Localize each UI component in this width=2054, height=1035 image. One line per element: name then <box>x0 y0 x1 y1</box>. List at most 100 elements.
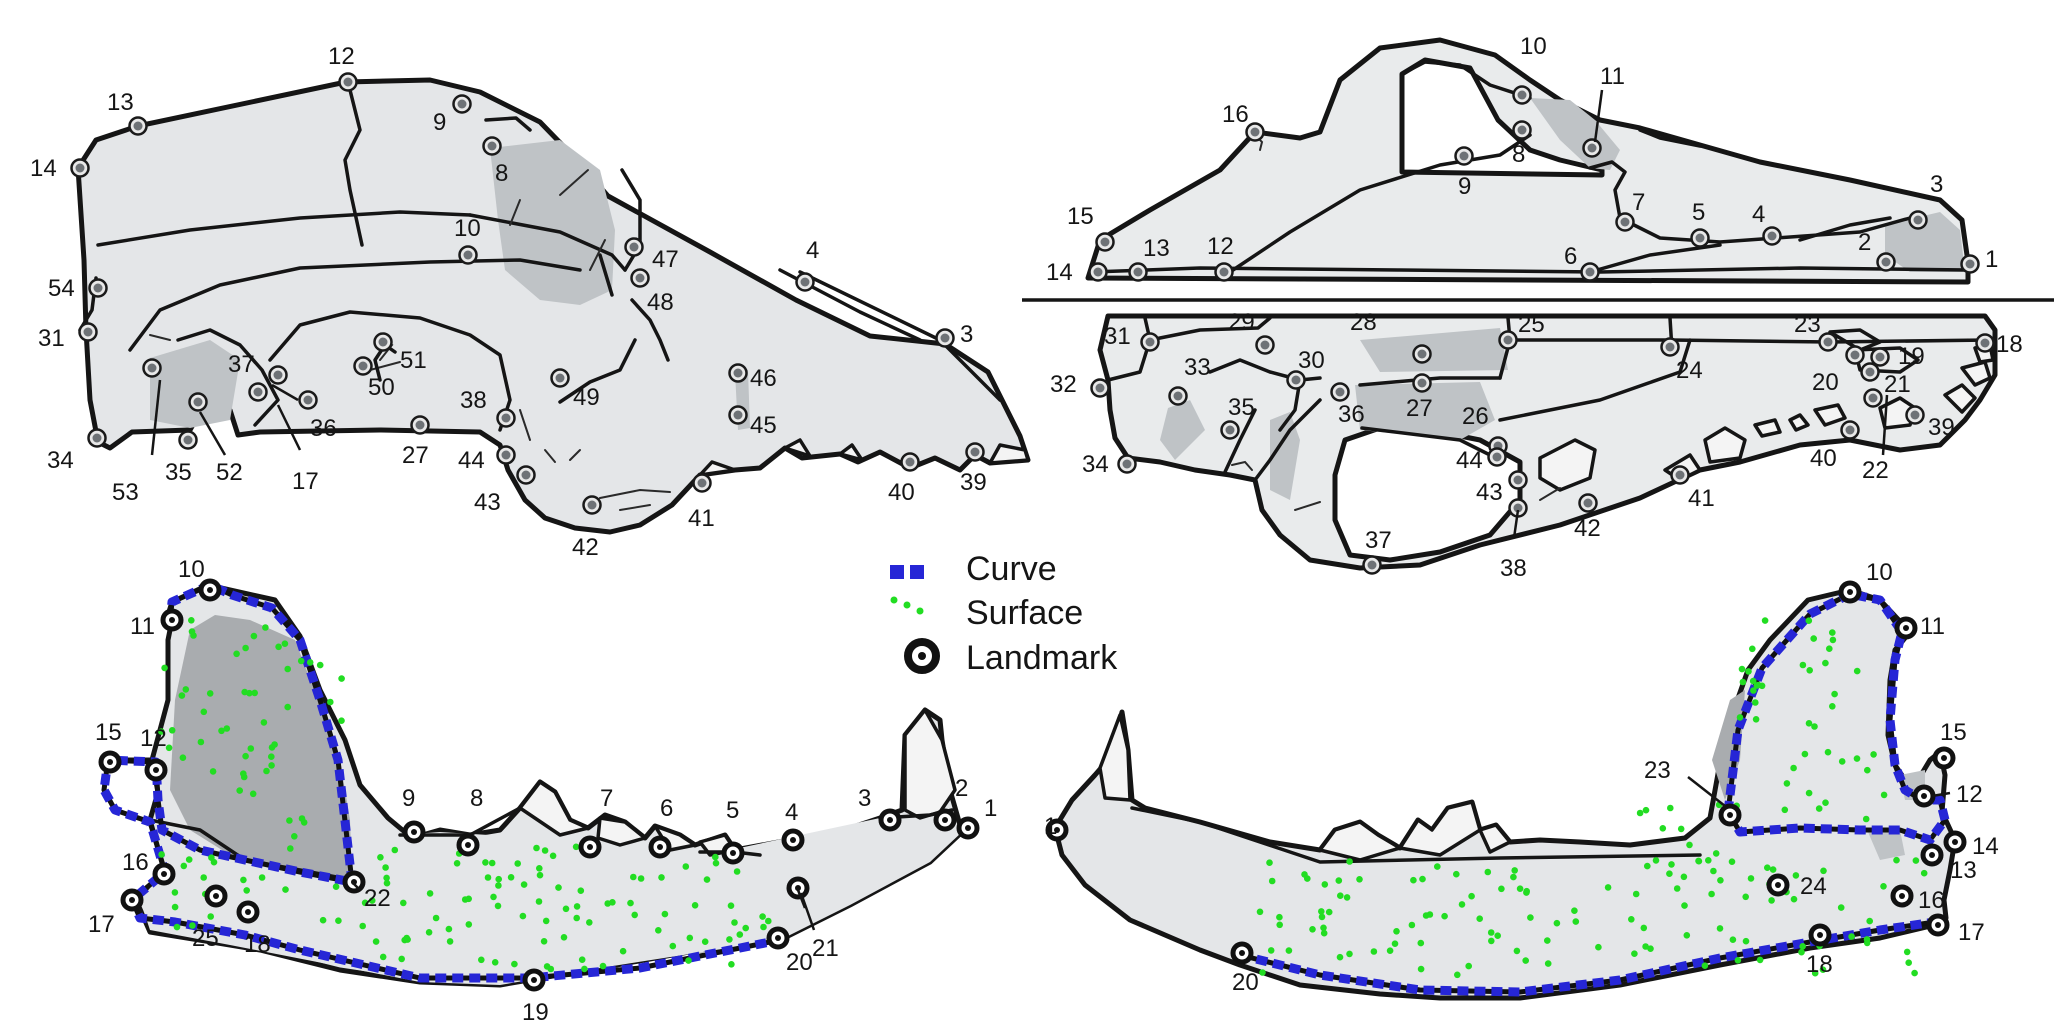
label-mandible-left-9: 9 <box>402 785 415 812</box>
surface-point <box>1853 755 1861 762</box>
surface-point <box>1631 950 1638 957</box>
surface-point <box>275 643 282 651</box>
surface-point <box>206 690 214 697</box>
surface-point <box>200 708 208 716</box>
label-skull-lateral-14: 14 <box>30 155 57 182</box>
surface-point <box>1769 866 1777 873</box>
surface-point <box>1826 645 1833 652</box>
surface-point <box>161 664 168 672</box>
surface-point <box>1544 937 1551 944</box>
surface-point <box>1717 877 1724 884</box>
surface-point <box>1337 892 1344 899</box>
label-ventral-bottom-25: 25 <box>1518 311 1545 338</box>
surface-point <box>281 640 289 647</box>
label-ventral-top-15: 15 <box>1067 203 1094 230</box>
surface-point <box>1370 948 1378 955</box>
surface-point <box>306 659 314 666</box>
mandible-right-outline <box>1052 587 1958 1001</box>
surface-point <box>1708 890 1715 898</box>
surface-point <box>233 650 240 658</box>
surface-point <box>1920 869 1928 877</box>
label-skull-lateral-50: 50 <box>368 374 395 401</box>
surface-point <box>260 719 268 726</box>
surface-point <box>1798 948 1805 956</box>
surface-point <box>242 752 249 760</box>
surface-point <box>1799 943 1806 950</box>
label-ventral-bottom-36: 36 <box>1338 401 1365 428</box>
surface-point <box>535 898 543 905</box>
surface-point <box>1320 929 1328 937</box>
surface-point <box>1673 885 1681 892</box>
label-mandible-left-19: 19 <box>522 999 549 1026</box>
surface-point <box>1335 877 1343 884</box>
surface-point <box>1829 636 1837 644</box>
surface-point <box>298 815 306 822</box>
label-skull-lateral-48: 48 <box>647 289 674 316</box>
surface-point <box>240 770 247 777</box>
surface-point <box>507 874 515 881</box>
label-skull-lateral-49: 49 <box>573 384 600 411</box>
label-ventral-bottom-33: 33 <box>1184 354 1211 381</box>
surface-point <box>682 863 690 870</box>
surface-point <box>400 899 407 907</box>
surface-point <box>609 899 616 906</box>
surface-point <box>171 903 179 911</box>
surface-point <box>478 956 485 964</box>
surface-point <box>1642 806 1650 814</box>
legend-surface-dot-c <box>916 607 924 615</box>
surface-point <box>250 632 258 640</box>
label-ventral-top-3: 3 <box>1930 171 1943 198</box>
surface-point <box>495 875 503 883</box>
surface-point <box>1488 937 1495 945</box>
legend-surface-label: Surface <box>966 594 1083 632</box>
surface-point <box>1764 864 1771 871</box>
label-mandible-left-4: 4 <box>785 799 798 826</box>
surface-point <box>182 686 190 693</box>
label-mandible-left-21: 21 <box>812 935 839 962</box>
surface-point <box>372 938 380 945</box>
label-ventral-bottom-44: 44 <box>1456 447 1483 474</box>
label-skull-lateral-43: 43 <box>474 489 501 516</box>
label-ventral-bottom-30: 30 <box>1298 347 1325 374</box>
skull-ventral-top-view <box>1085 37 1971 285</box>
surface-point <box>703 876 711 883</box>
label-mandible-left-17: 17 <box>88 911 115 938</box>
label-skull-lateral-8: 8 <box>495 160 508 187</box>
surface-point <box>1829 629 1836 636</box>
surface-point <box>1325 908 1333 916</box>
label-mandible-right-10: 10 <box>1866 559 1893 586</box>
label-skull-lateral-37: 37 <box>228 351 255 378</box>
surface-point <box>573 914 580 922</box>
surface-point <box>359 922 367 930</box>
surface-point <box>599 962 607 970</box>
surface-point <box>398 955 406 963</box>
surface-point <box>1441 912 1448 920</box>
surface-point <box>1667 804 1674 812</box>
label-ventral-bottom-35: 35 <box>1228 394 1255 421</box>
label-mandible-right-23: 23 <box>1644 757 1671 784</box>
label-ventral-bottom-26: 26 <box>1462 403 1489 430</box>
surface-point <box>1820 867 1827 875</box>
label-ventral-bottom-19: 19 <box>1898 343 1925 370</box>
label-skull-lateral-42: 42 <box>572 534 599 561</box>
skull-ventral-bottom-outline <box>1097 313 1998 571</box>
surface-point <box>1321 881 1329 888</box>
surface-point <box>555 884 562 891</box>
surface-point <box>701 938 709 945</box>
surface-point <box>1318 913 1326 921</box>
surface-point <box>691 902 699 909</box>
label-mandible-left-1: 1 <box>984 795 997 822</box>
surface-point <box>1422 912 1430 919</box>
surface-point <box>197 738 205 746</box>
surface-point <box>1513 947 1521 955</box>
label-skull-lateral-17: 17 <box>292 468 319 495</box>
surface-point <box>1652 857 1660 864</box>
label-mandible-left-8: 8 <box>470 785 483 812</box>
label-mandible-right-24: 24 <box>1800 873 1827 900</box>
surface-point <box>1511 867 1518 874</box>
surface-point <box>1805 617 1813 624</box>
label-ventral-bottom-21: 21 <box>1884 371 1911 398</box>
surface-point <box>495 882 502 889</box>
label-skull-lateral-46: 46 <box>750 365 777 392</box>
surface-point <box>1805 720 1813 727</box>
